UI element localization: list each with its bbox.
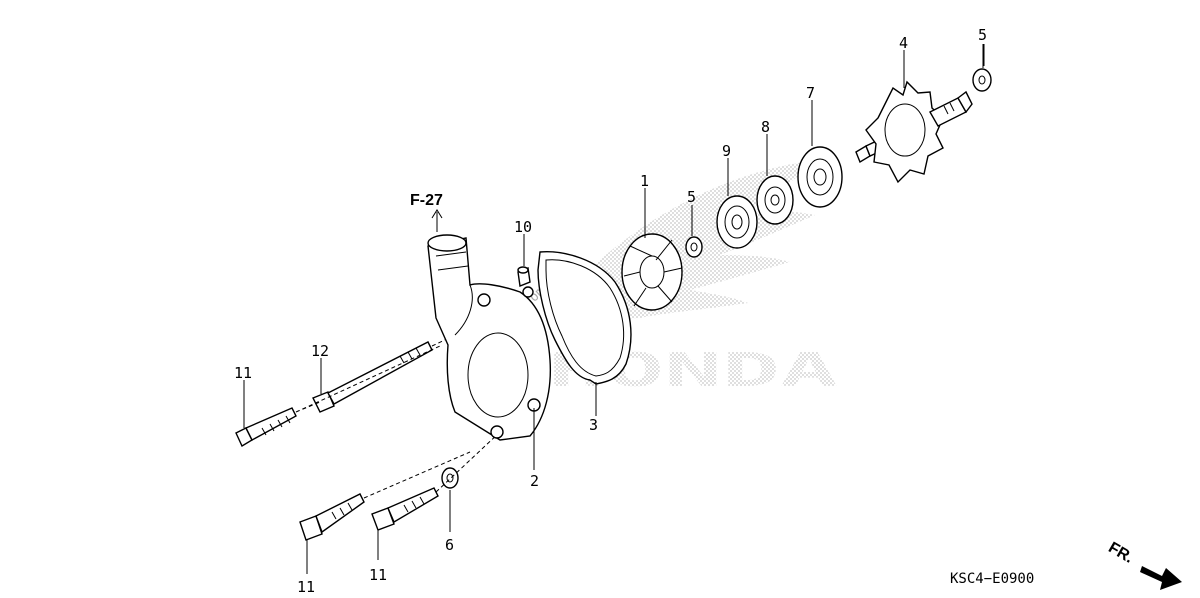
bolt-11-lower-left	[299, 493, 365, 541]
front-direction-indicator: FR.	[1105, 539, 1182, 590]
callout-4: 4	[899, 34, 908, 52]
bearing-7	[797, 146, 843, 208]
oil-seal-9	[716, 195, 758, 249]
callout-3: 3	[589, 416, 598, 434]
front-direction-arrow-icon	[1140, 566, 1182, 590]
dowel-pin-10	[517, 266, 531, 287]
callout-5-middle: 5	[687, 188, 696, 206]
callout-9: 9	[722, 142, 731, 160]
pump-shaft-gear-4	[855, 80, 973, 184]
callout-6: 6	[445, 536, 454, 554]
callout-2: 2	[530, 472, 539, 490]
callout-12: 12	[311, 342, 329, 360]
bolt-11-lower-right	[371, 487, 439, 531]
water-pump-cover	[427, 234, 552, 441]
callout-8: 8	[761, 118, 770, 136]
callout-10: 10	[514, 218, 532, 236]
callout-11-lower-left: 11	[297, 578, 315, 596]
callout-11-lower-right: 11	[369, 566, 387, 584]
figure-reference: F-27	[410, 192, 443, 209]
front-arrow-label: FR.	[1105, 539, 1136, 567]
mechanical-seal-8	[756, 175, 794, 225]
washer-5-top	[972, 68, 992, 92]
impeller-1	[621, 233, 683, 311]
callout-7: 7	[806, 84, 815, 102]
diagram-code: KSC4−E0900	[950, 571, 1034, 587]
leader-lines	[243, 44, 985, 574]
callout-1: 1	[640, 172, 649, 190]
bolt-11-upper	[235, 407, 297, 448]
callout-11-upper: 11	[234, 364, 252, 382]
figure-reference-arrow	[431, 209, 443, 232]
callout-5-top: 5	[978, 26, 987, 44]
washer-5-middle	[685, 236, 703, 258]
washer-6	[441, 467, 459, 489]
